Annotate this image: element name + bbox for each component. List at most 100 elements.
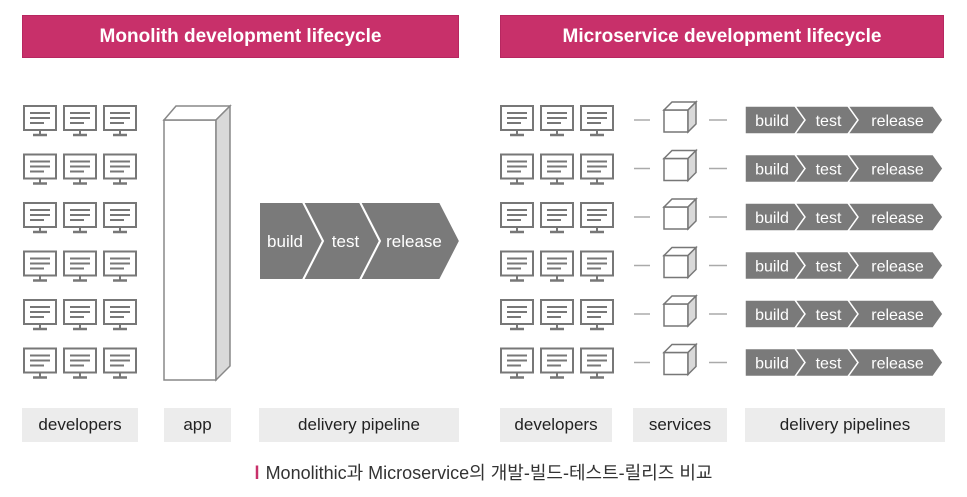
caption-text: Monolithic과 Microservice의 개발-빌드-테스트-릴리즈 … xyxy=(265,463,713,483)
microservice-header: Microservice development lifecycle xyxy=(500,15,944,58)
pipeline-stage-label: build xyxy=(755,113,789,130)
pipeline-stage-label: test xyxy=(816,259,842,276)
monitor-icon xyxy=(103,105,137,137)
pipeline-stage-release: release xyxy=(846,250,944,281)
pipeline-stage-release: release xyxy=(846,347,944,378)
monitor-icon xyxy=(103,347,137,379)
pipeline-stage-label: release xyxy=(871,356,924,373)
monitor-icon xyxy=(580,347,614,379)
pipeline-stage-label: test xyxy=(816,210,842,227)
monitor-icon xyxy=(63,250,97,282)
monitor-icon xyxy=(580,250,614,282)
monitor-icon xyxy=(540,347,574,379)
label-micro-pipelines: delivery pipelines xyxy=(745,408,945,442)
monitor-icon xyxy=(580,299,614,331)
pipeline-stage-label: build xyxy=(755,356,789,373)
monitor-icon xyxy=(580,202,614,234)
pipeline-stage-label: build xyxy=(755,259,789,276)
pipeline-stage-test: test xyxy=(793,250,859,281)
pipeline-stage-label: release xyxy=(871,162,924,179)
pipeline-stage-test: test xyxy=(793,202,859,232)
cube-icon xyxy=(662,148,698,183)
monitor-icon xyxy=(103,299,137,331)
monolith-header: Monolith development lifecycle xyxy=(22,15,459,58)
microservice-pipeline-row: build test release xyxy=(744,153,944,184)
monitor-icon xyxy=(540,105,574,137)
monitor-icon xyxy=(580,153,614,185)
pipeline-stage-label: build xyxy=(755,210,789,227)
monitor-icon xyxy=(63,105,97,137)
label-micro-developers: developers xyxy=(500,408,612,442)
monitor-icon xyxy=(500,105,534,137)
pipeline-stage-label: test xyxy=(816,162,842,179)
pipeline-stage-release: release xyxy=(846,153,944,184)
cube-icon xyxy=(662,100,698,134)
microservice-developers-grid xyxy=(500,105,614,379)
pipeline-stage-build: build xyxy=(744,347,806,378)
monitor-icon xyxy=(63,347,97,379)
pipeline-stage-release: release xyxy=(846,105,944,135)
monitor-icon xyxy=(500,250,534,282)
label-micro-services: services xyxy=(633,408,727,442)
pipeline-stage-label: test xyxy=(816,113,842,130)
monitor-icon xyxy=(540,202,574,234)
pipeline-stage-label: test xyxy=(816,356,842,373)
pipeline-stage-test: test xyxy=(301,201,382,281)
label-mono-pipeline: delivery pipeline xyxy=(259,408,459,442)
pipeline-stage-label: release xyxy=(871,259,924,276)
monitor-icon xyxy=(580,105,614,137)
monitor-icon xyxy=(23,153,57,185)
pipeline-stage-label: test xyxy=(816,307,842,324)
pipeline-stage-label: release xyxy=(386,232,442,251)
monitor-icon xyxy=(540,250,574,282)
pipeline-stage-label: build xyxy=(755,307,789,324)
caption-mark: l xyxy=(254,463,260,483)
monitor-icon xyxy=(63,202,97,234)
cube-icon xyxy=(662,197,698,231)
microservice-pipeline-row: build test release xyxy=(744,347,944,378)
monitor-icon xyxy=(23,347,57,379)
pipeline-stage-label: build xyxy=(267,232,303,251)
pipeline-stage-build: build xyxy=(744,153,806,184)
monitor-icon xyxy=(23,299,57,331)
monitor-icon xyxy=(540,299,574,331)
pipeline-stage-build: build xyxy=(744,250,806,281)
pipeline-stage-build: build xyxy=(744,105,806,135)
pipeline-stage-build: build xyxy=(744,202,806,232)
monitor-icon xyxy=(500,153,534,185)
pipeline-stage-label: release xyxy=(871,113,924,130)
monitor-icon xyxy=(540,153,574,185)
label-mono-developers: developers xyxy=(22,408,138,442)
monitor-icon xyxy=(23,202,57,234)
microservice-services xyxy=(634,100,727,377)
monitor-icon xyxy=(103,250,137,282)
monitor-icon xyxy=(63,299,97,331)
cube-icon xyxy=(662,294,698,328)
pipeline-stage-label: build xyxy=(755,162,789,179)
monitor-icon xyxy=(103,153,137,185)
monolith-app xyxy=(162,104,232,382)
cube-icon xyxy=(662,342,698,377)
monolith-developers-grid xyxy=(23,105,137,379)
monitor-icon xyxy=(63,153,97,185)
monitor-icon xyxy=(500,202,534,234)
pipeline-stage-build: build xyxy=(744,299,806,329)
pipeline-stage-test: test xyxy=(793,347,859,378)
monitor-icon xyxy=(500,299,534,331)
pipeline-stage-release: release xyxy=(846,202,944,232)
microservice-pipeline-row: build test release xyxy=(744,250,944,281)
pipeline-stage-release: release xyxy=(846,299,944,329)
pipeline-stage-test: test xyxy=(793,299,859,329)
monitor-icon xyxy=(23,250,57,282)
monitor-icon xyxy=(103,202,137,234)
monitor-icon xyxy=(23,105,57,137)
cube-icon xyxy=(662,245,698,280)
pipeline-stage-release: release xyxy=(358,201,462,281)
pipeline-stage-test: test xyxy=(793,153,859,184)
